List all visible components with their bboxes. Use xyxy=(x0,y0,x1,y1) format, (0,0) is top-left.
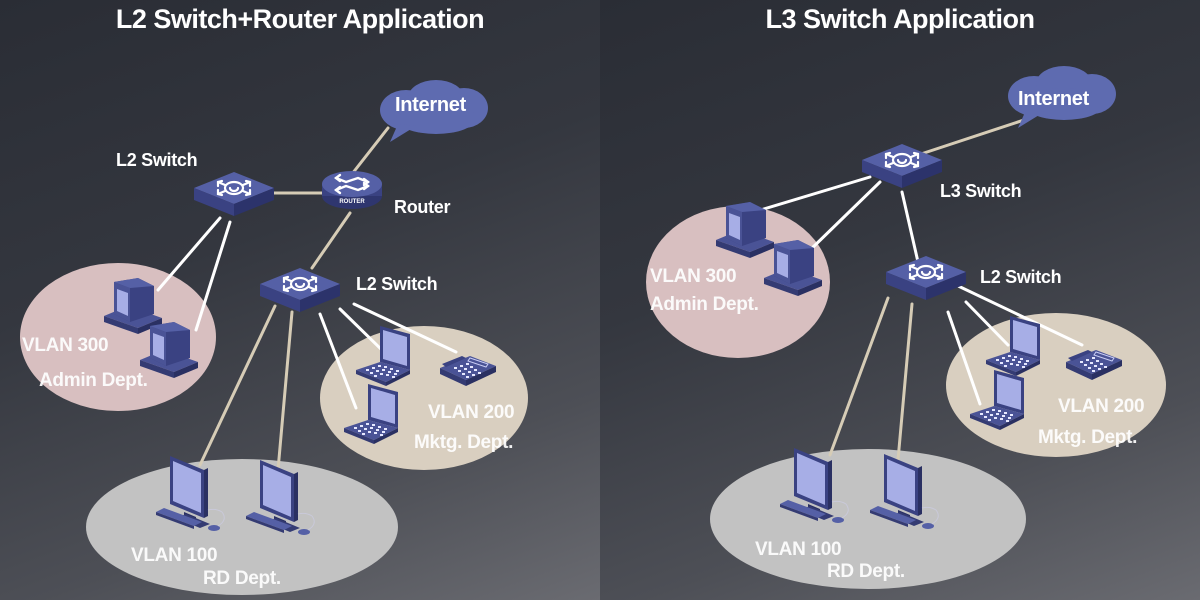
l2-switch-icon xyxy=(258,266,342,314)
link-switch2-laptop2 xyxy=(318,312,358,410)
internet-label: Internet xyxy=(1018,88,1089,110)
router-icon xyxy=(320,169,384,211)
vlan-label: VLAN 300 xyxy=(650,266,737,287)
dept-label: RD Dept. xyxy=(827,561,905,582)
dept-label: Admin Dept. xyxy=(39,370,148,391)
dept-label: RD Dept. xyxy=(203,568,281,589)
link-l3-internet xyxy=(916,116,1032,157)
panel-title: L3 Switch Application xyxy=(765,4,1035,34)
l2-switch-icon xyxy=(884,254,968,302)
l2-switch-icon xyxy=(192,170,276,218)
link-switch-admin-pc2 xyxy=(194,220,232,332)
vlan-label: VLAN 200 xyxy=(1058,396,1145,417)
l2-router-panel: L2 Switch+Router Application xyxy=(0,0,600,600)
dept-label: Admin Dept. xyxy=(650,294,759,315)
l3-switch-network-diagram xyxy=(646,66,1166,589)
l2-switch-label: L2 Switch xyxy=(980,267,1062,287)
link-l2-rd-pc1 xyxy=(828,296,890,457)
l3-switch-label: L3 Switch xyxy=(940,181,1022,201)
link-switch2-laptop1 xyxy=(338,307,386,354)
l3-switch-panel: L3 Switch Application Internet L3 Switch… xyxy=(600,0,1200,600)
link-l3-admin-pc1 xyxy=(752,175,872,214)
link-router-internet xyxy=(350,126,390,176)
vlan-100-rd-group xyxy=(86,459,398,595)
link-l2-phone xyxy=(952,282,1084,347)
internet-label: Internet xyxy=(395,94,466,116)
l2-switch-label: L2 Switch xyxy=(116,150,198,170)
vlan-100-rd-group xyxy=(710,449,1026,589)
link-switch2-rd-pc2 xyxy=(276,310,294,472)
dept-label: Mktg. Dept. xyxy=(414,432,514,453)
panel-title: L2 Switch+Router Application xyxy=(115,4,485,34)
link-switch-admin-pc1 xyxy=(156,216,222,292)
links xyxy=(752,116,1084,462)
link-l2-laptop2 xyxy=(946,310,982,406)
vlan-label: VLAN 300 xyxy=(22,335,109,356)
link-l3-l2 xyxy=(900,190,920,264)
vlan-label: VLAN 200 xyxy=(428,402,515,423)
link-switch2-phone xyxy=(352,302,458,354)
link-l2-rd-pc2 xyxy=(896,302,914,462)
link-l3-admin-pc2 xyxy=(806,180,882,254)
router-label: Router xyxy=(394,197,451,217)
vlan-label: VLAN 100 xyxy=(131,545,218,566)
link-router-switch2 xyxy=(310,211,352,270)
l2-router-network-diagram xyxy=(20,80,528,595)
link-switch2-rd-pc1 xyxy=(198,304,277,467)
l2-switch-label: L2 Switch xyxy=(356,274,438,294)
dept-label: Mktg. Dept. xyxy=(1038,427,1138,448)
link-l2-laptop1 xyxy=(964,300,1010,347)
vlan-label: VLAN 100 xyxy=(755,539,842,560)
links xyxy=(156,126,458,472)
